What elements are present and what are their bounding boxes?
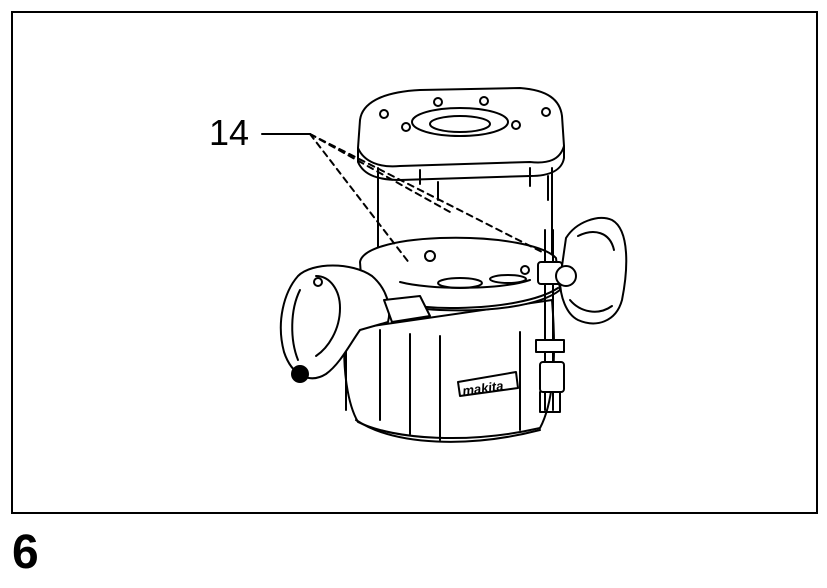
base-plate	[357, 87, 565, 201]
right-handle	[559, 217, 628, 325]
callout-leader-14	[261, 133, 543, 265]
figure-number: 6	[12, 526, 39, 579]
figure-frame	[11, 11, 818, 514]
brand-plate	[457, 371, 519, 397]
callout-label-14: 14	[209, 112, 250, 153]
depth-rod	[535, 229, 577, 413]
left-handle	[279, 264, 431, 383]
